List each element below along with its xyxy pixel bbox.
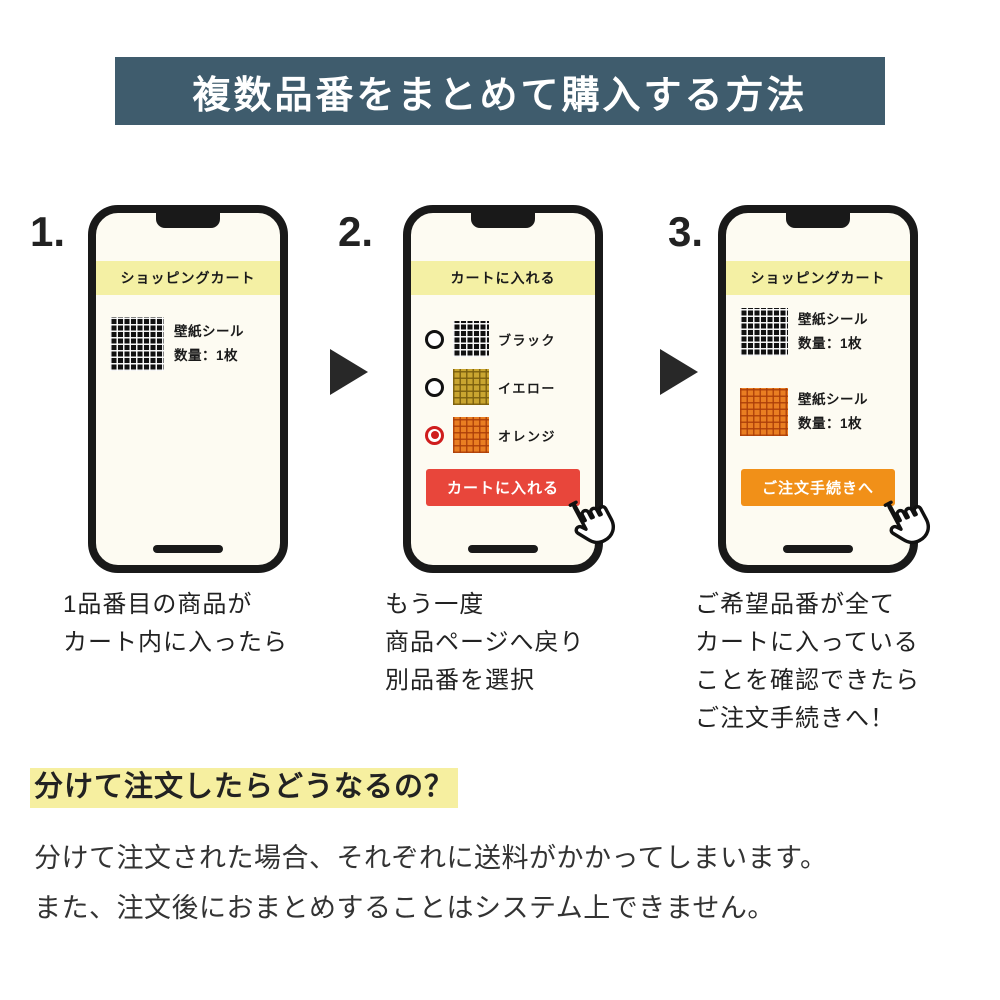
home-indicator [153,545,223,553]
caption-line: もう一度 [385,591,485,618]
cart-screen-header: ショッピングカート [726,261,910,295]
cart-item: 壁紙シール 数量：1枚 [740,308,868,356]
option-orange[interactable]: オレンジ [425,417,556,453]
orange-tile-swatch [740,388,788,436]
hand-pointer-icon [863,482,944,563]
item-name: 壁紙シール [798,392,868,408]
orange-tile-swatch [453,417,489,453]
caption-line: ことを確認できたら [695,667,920,694]
cart-screen-header: ショッピングカート [96,261,280,295]
black-tile-swatch [740,308,788,356]
item-name: 壁紙シール [798,312,868,328]
radio-selected-icon[interactable] [425,425,444,445]
caption-line: カート内に入ったら [63,629,288,656]
phone-notch [156,213,220,228]
color-options: ブラック イエロー オレンジ [425,321,556,453]
highlighted-heading-text: 分けて注文したらどうなるの？ [30,768,459,808]
option-label: オレンジ [498,428,557,444]
caption-line: 別品番を選択 [385,667,535,694]
option-label: イエロー [498,380,556,396]
step-number-2: 2. [338,208,374,255]
footer-line: また、注文後におまとめすることはシステム上できません。 [34,893,775,923]
checkout-button[interactable]: ご注文手続きへ [741,469,895,506]
item-name: 壁紙シール [174,324,244,340]
radio-unselected-icon[interactable] [425,329,444,349]
phone-step-1: ショッピングカート 壁紙シール 数量：1枚 [88,205,288,573]
cart-item: 壁紙シール 数量：1枚 [740,388,868,436]
caption-line: カートに入っている [695,629,919,656]
black-tile-swatch [110,317,164,371]
product-screen-header: カートに入れる [411,261,595,295]
option-label: ブラック [498,332,557,348]
option-black[interactable]: ブラック [425,321,556,357]
step-caption-2: もう一度 商品ページへ戻り 別品番を選択 [385,586,585,700]
caption-line: ご希望品番が全て [695,591,895,618]
page-title: 複数品番をまとめて購入する方法 [192,74,808,117]
radio-unselected-icon[interactable] [425,377,444,397]
home-indicator [783,545,853,553]
phone-notch [471,213,535,228]
item-qty: 数量：1枚 [798,416,863,431]
caption-line: ご注文手続きへ！ [695,705,895,732]
cart-item-text: 壁紙シール 数量：1枚 [798,308,868,355]
footer-question-heading: 分けて注文したらどうなるの？ [30,763,459,808]
step-caption-3: ご希望品番が全て カートに入っている ことを確認できたら ご注文手続きへ！ [695,586,920,738]
phone-step-3: ショッピングカート 壁紙シール 数量：1枚 壁紙シール 数量：1枚 ご注文手続き… [718,205,930,573]
next-step-arrow-icon [330,349,368,395]
phone-step-2: カートに入れる ブラック イエロー オレンジ カートに入れる [403,205,615,573]
step-number-3: 3. [668,208,704,255]
cart-item-text: 壁紙シール 数量：1枚 [798,388,868,435]
footer-note: 分けて注文された場合、それぞれに送料がかかってしまいます。 また、注文後におまと… [34,833,827,933]
yellow-tile-swatch [453,369,489,405]
option-yellow[interactable]: イエロー [425,369,556,405]
cart-item-text: 壁紙シール 数量：1枚 [174,320,244,367]
phone-notch [786,213,850,228]
next-step-arrow-icon [660,349,698,395]
step-caption-1: 1品番目の商品が カート内に入ったら [63,586,288,662]
home-indicator [468,545,538,553]
caption-line: 商品ページへ戻り [385,629,585,656]
add-to-cart-button[interactable]: カートに入れる [426,469,580,506]
hand-pointer-icon [548,482,629,563]
caption-line: 1品番目の商品が [63,591,253,618]
cart-item: 壁紙シール 数量：1枚 [110,317,244,371]
title-banner: 複数品番をまとめて購入する方法 [115,57,885,125]
item-qty: 数量：1枚 [798,336,863,351]
item-qty: 数量：1枚 [174,348,239,363]
black-tile-swatch [453,321,489,357]
step-number-1: 1. [30,208,66,255]
footer-line: 分けて注文された場合、それぞれに送料がかかってしまいます。 [34,843,828,873]
